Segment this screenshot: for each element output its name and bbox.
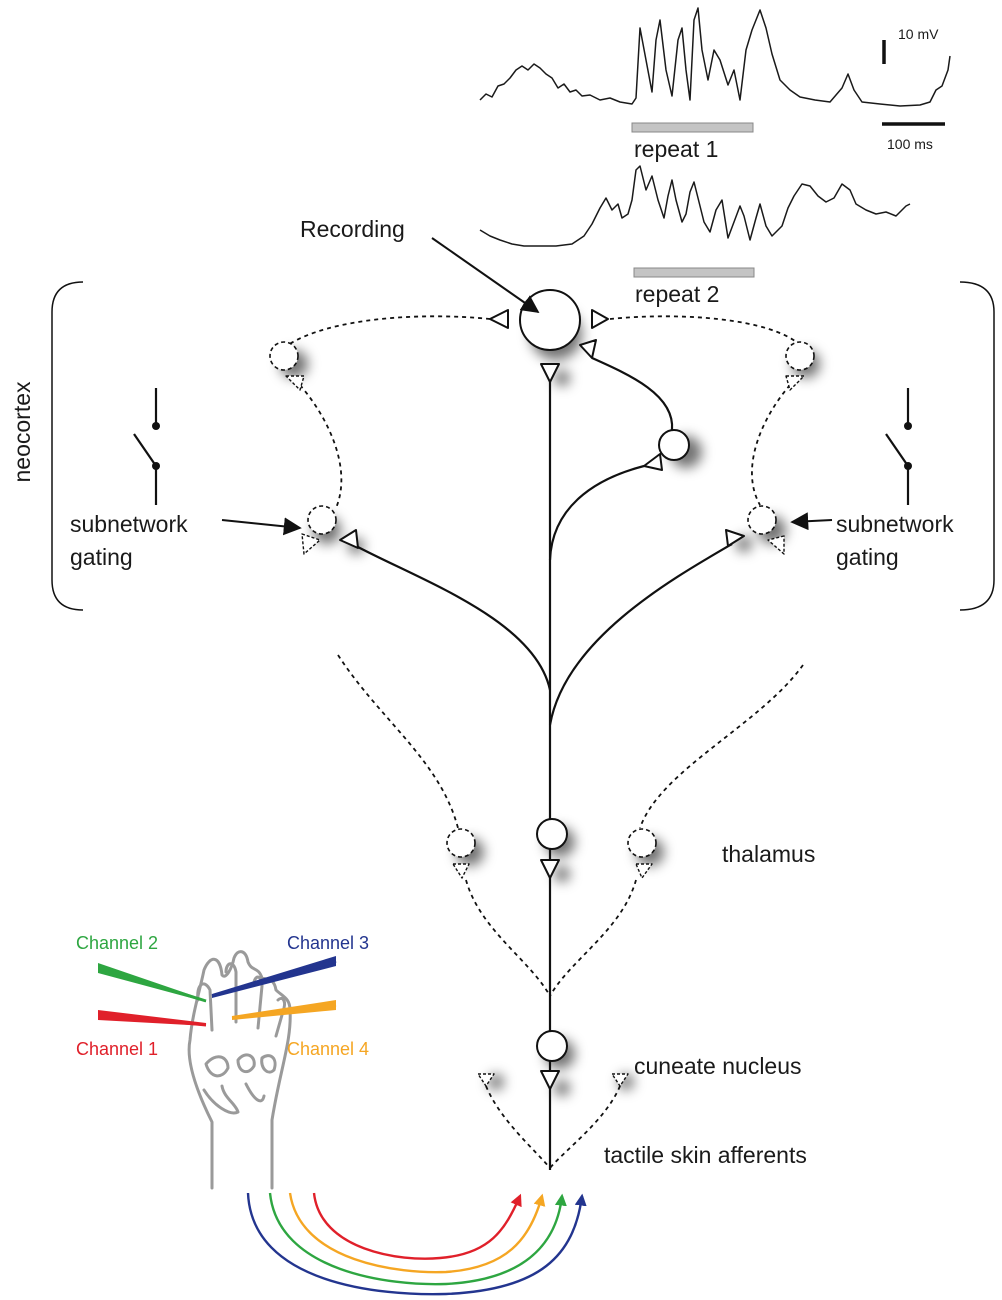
scale-label-voltage: 10 mV: [898, 26, 939, 42]
branch-right: [548, 543, 733, 726]
gated-neuron-mid-left: [307, 505, 337, 535]
afferent-arc-channel-4: [288, 1192, 546, 1274]
scale-label-time: 100 ms: [887, 136, 933, 152]
afferent-arc-channel-1: [312, 1192, 522, 1260]
synapse-right-of-recorded: [591, 309, 609, 329]
gated-synapse-mid-right: [767, 535, 785, 555]
label-tactile-skin-afferents: tactile skin afferents: [604, 1142, 807, 1168]
dashed-input-right: [549, 879, 637, 997]
afferent-dashed-left: [485, 1085, 551, 1169]
synapse-interneuron-to-recorded: [579, 339, 597, 359]
gated-neuron-mid-right: [747, 505, 777, 535]
synapse-below-recorded: [540, 363, 560, 383]
stimulus-bar-repeat-1: [631, 122, 754, 133]
synapse-left-of-recorded: [489, 309, 509, 329]
label-repeat-1: repeat 1: [634, 136, 718, 162]
label-repeat-2: repeat 2: [635, 281, 719, 307]
arrow-subnetwork-right: [790, 512, 833, 531]
label-thalamus: thalamus: [722, 841, 815, 867]
arrow-subnetwork-left: [221, 517, 302, 536]
label-subnetwork-right-1: subnetwork: [836, 511, 954, 537]
arrow-recording: [431, 237, 540, 314]
thalamic-neuron: [536, 818, 568, 850]
label-channel-2: Channel 2: [76, 933, 158, 953]
label-recording: Recording: [300, 216, 405, 242]
dashed-connection-top-right: [609, 315, 801, 346]
thalamic-gated-neuron-left: [446, 828, 476, 858]
synapse-on-interneuron: [643, 453, 663, 471]
thalamic-synapse: [540, 859, 560, 879]
dashed-projection-right: [639, 664, 804, 829]
trace-repeat-2: [479, 165, 911, 247]
dashed-input-left: [465, 879, 551, 997]
synapse-branch-right: [725, 529, 745, 547]
cuneate-circuit: [477, 1030, 629, 1169]
label-subnetwork-right-2: gating: [836, 544, 899, 570]
afferent-dashed-right: [549, 1085, 621, 1169]
afferent-arcs: [246, 1192, 587, 1296]
cuneate-gated-synapse-left: [477, 1073, 495, 1087]
interneuron-feedback: [591, 356, 674, 431]
interneuron: [658, 429, 690, 461]
label-channel-3: Channel 3: [287, 933, 369, 953]
afferent-arc-channel-3: [246, 1192, 587, 1296]
dashed-link-left: [299, 384, 343, 509]
label-channel-4: Channel 4: [287, 1039, 369, 1059]
label-cuneate-nucleus: cuneate nucleus: [634, 1053, 802, 1079]
cuneate-neuron: [536, 1030, 568, 1062]
dashed-connection-top-left: [287, 315, 491, 346]
thalamic-gated-neuron-right: [627, 828, 657, 858]
thalamic-gated-synapse-right: [635, 863, 653, 879]
gated-synapse-top-right: [785, 375, 805, 391]
gated-neuron-top-left: [269, 341, 299, 371]
branch-left: [355, 545, 552, 691]
thalamic-gated-synapse-left: [452, 863, 470, 879]
afferent-arc-channel-2: [268, 1192, 567, 1286]
cuneate-synapse: [540, 1070, 560, 1090]
neocortex-bracket-left: [51, 281, 84, 611]
synapse-branch-left: [339, 529, 359, 549]
branch-to-interneuron: [548, 464, 645, 561]
switch-right: [885, 388, 912, 505]
gated-synapse-top-left: [285, 375, 305, 391]
gated-synapse-mid-left: [301, 533, 321, 555]
dashed-projection-left: [337, 654, 459, 829]
gated-neuron-top-right: [785, 341, 815, 371]
paw-illustration: [187, 950, 292, 1190]
electrodes: [98, 956, 337, 1027]
switch-left: [133, 388, 160, 505]
neocortex-circuit: [269, 289, 815, 1170]
thalamus-circuit: [337, 654, 804, 997]
recorded-neuron: [519, 289, 581, 351]
label-subnetwork-left-2: gating: [70, 544, 133, 570]
trace-repeat-1: [479, 7, 951, 107]
voltage-traces: 10 mV 100 ms repeat 1 repeat 2: [479, 7, 951, 307]
stimulus-bar-repeat-2: [633, 267, 755, 278]
cuneate-gated-synapse-right: [611, 1073, 629, 1087]
label-neocortex: neocortex: [9, 381, 35, 483]
label-channel-1: Channel 1: [76, 1039, 158, 1059]
label-subnetwork-left-1: subnetwork: [70, 511, 188, 537]
neocortex-bracket-right: [959, 281, 995, 611]
dashed-link-right: [751, 384, 791, 506]
